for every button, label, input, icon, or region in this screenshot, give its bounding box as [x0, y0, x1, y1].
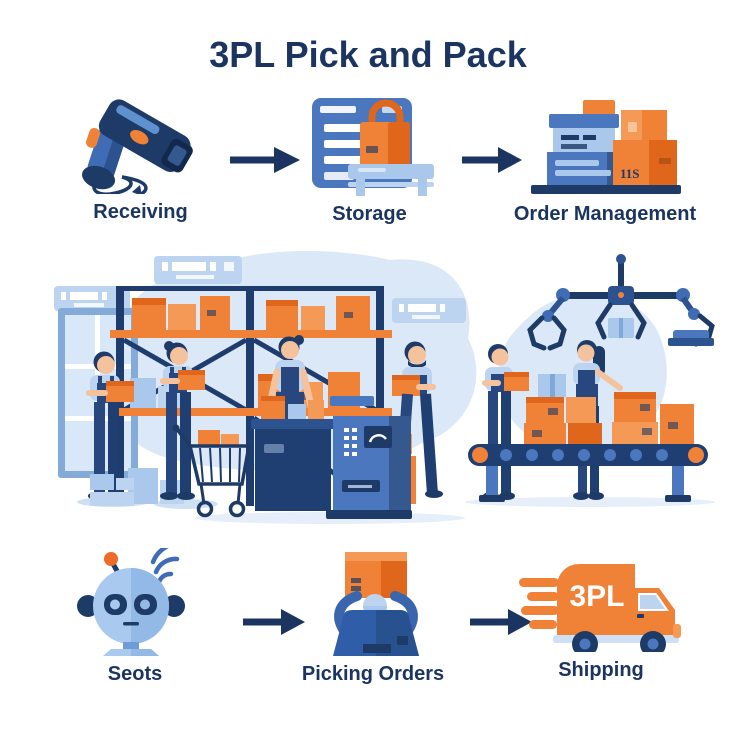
step-label-storage: Storage	[332, 203, 407, 225]
stacked-boxes-icon: 11S	[531, 100, 681, 194]
shopping-cart	[172, 424, 252, 518]
page-title: 3PL Pick and Pack	[209, 34, 527, 75]
barcode-tag	[54, 286, 130, 311]
packing-desk	[251, 396, 335, 511]
step-storage: Storage	[292, 94, 447, 226]
floor-boxes	[90, 474, 134, 506]
flow-arrow	[470, 609, 532, 635]
box-label-text: 11S	[620, 166, 640, 181]
step-label-shipping: Shipping	[558, 659, 644, 681]
barcode-scanner-icon	[81, 99, 193, 194]
worker-man-left	[86, 351, 134, 500]
step-order-management: 11S Order Management	[505, 94, 705, 226]
warehouse-illustration	[54, 250, 715, 524]
delivery-truck-icon: 3PL	[519, 564, 681, 652]
flow-arrow	[230, 147, 300, 173]
flow-arrow	[243, 609, 305, 635]
flow-arrow	[462, 147, 522, 173]
robot-icon	[77, 548, 185, 656]
conveyor-boxes	[524, 374, 694, 444]
packing-machine	[326, 416, 412, 519]
step-label-seots: Seots	[107, 663, 163, 685]
barcode-tag	[154, 256, 242, 284]
shelf-boxes-top	[132, 296, 370, 330]
workers	[86, 335, 623, 500]
conveyor-belt	[468, 444, 708, 502]
step-label-receiving: Receiving	[93, 201, 188, 223]
step-label-order-management: Order Management	[513, 203, 697, 225]
step-picking-orders: Picking Orders	[298, 550, 448, 686]
step-receiving: Receiving	[48, 92, 233, 224]
robot-gantry-arm	[527, 254, 715, 351]
truck-logo-text: 3PL	[569, 580, 624, 613]
storage-rack-icon	[311, 98, 434, 196]
order-picker-icon	[333, 552, 419, 656]
step-seots: Seots	[60, 548, 210, 686]
step-label-picking-orders: Picking Orders	[301, 663, 445, 685]
barcode-tag	[392, 298, 466, 323]
step-shipping: 3PL Shipping	[512, 552, 690, 682]
